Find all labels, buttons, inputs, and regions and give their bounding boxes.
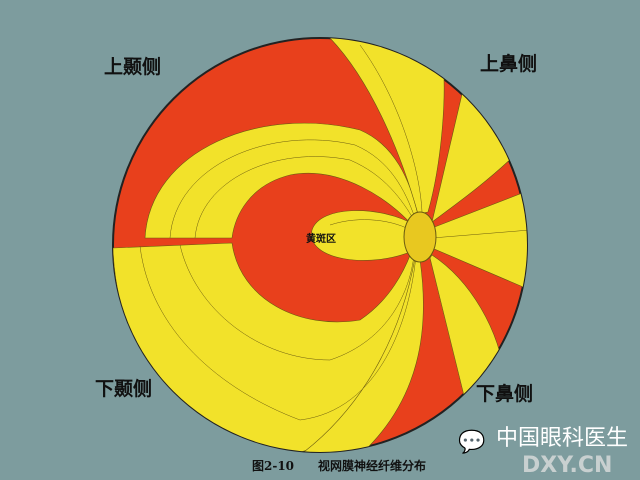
optic-disc [403,211,437,263]
wechat-icon: 💬 [458,430,486,455]
fiber-lines [139,44,527,421]
lower-nasal-fibers-2 [299,257,424,452]
label-lower-temporal: 下颞侧 [95,378,153,400]
watermark-name: 中国眼科医生 [496,426,629,451]
label-lower-nasal: 下鼻侧 [476,383,534,405]
figure-title: 视网膜神经纤维分布 [318,459,427,473]
label-macula: 黄斑区 [306,234,336,245]
figure-number: 图2-10 [252,459,295,473]
label-upper-temporal: 上颞侧 [104,56,162,78]
label-upper-nasal: 上鼻侧 [480,53,538,75]
watermark-site: DXY.CN [522,453,613,478]
